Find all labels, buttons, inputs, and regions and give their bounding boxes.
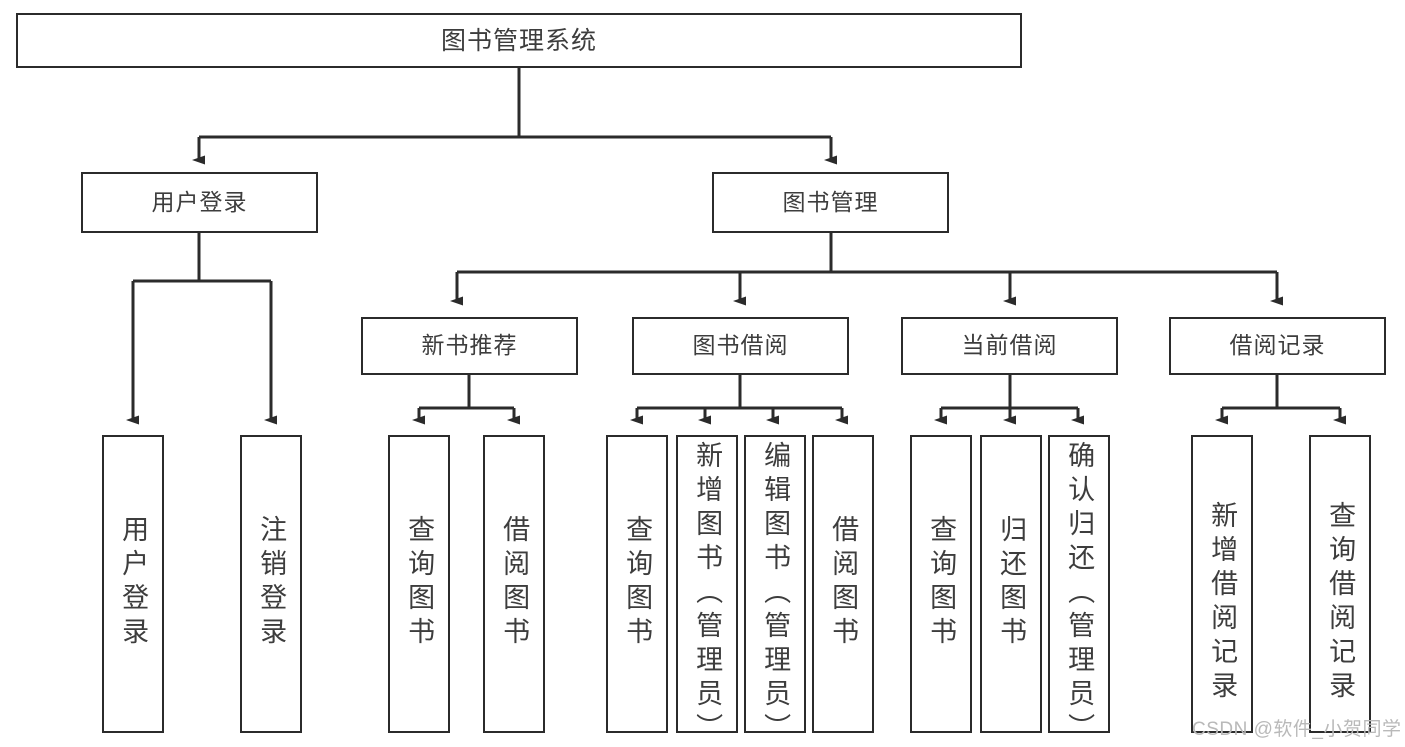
node-label: 确认归还（管理员） xyxy=(1064,441,1095,747)
node-label: 借阅记录 xyxy=(1229,332,1326,359)
node-leaf-query-borrow-record[interactable]: 查询借阅记录 xyxy=(1309,435,1371,733)
node-leaf-borrow-book[interactable]: 借阅图书 xyxy=(812,435,874,733)
node-label: 图书管理 xyxy=(782,188,879,215)
node-leaf-add-book-admin[interactable]: 新增图书（管理员） xyxy=(676,435,738,747)
node-label: 图书借阅 xyxy=(692,332,789,359)
node-borrow-record[interactable]: 借阅记录 xyxy=(1169,317,1386,375)
node-leaf-logout[interactable]: 注销登录 xyxy=(240,435,302,733)
node-label: 用户登录 xyxy=(151,188,248,215)
node-label: 查询图书 xyxy=(622,515,653,651)
node-label: 新增借阅记录 xyxy=(1207,501,1238,705)
node-label: 用户登录 xyxy=(118,515,149,651)
node-label: 编辑图书（管理员） xyxy=(760,441,791,747)
node-label: 借阅图书 xyxy=(499,515,530,651)
node-label: 注销登录 xyxy=(256,515,287,651)
node-new-book-recommend[interactable]: 新书推荐 xyxy=(361,317,578,375)
node-label: 查询图书 xyxy=(926,515,957,651)
csdn-watermark: CSDN @软件_小贺同学 xyxy=(1192,719,1402,740)
node-leaf-add-borrow-record[interactable]: 新增借阅记录 xyxy=(1191,435,1253,733)
node-leaf-confirm-return-admin[interactable]: 确认归还（管理员） xyxy=(1048,435,1110,747)
node-label: 查询借阅记录 xyxy=(1325,501,1356,705)
node-leaf-return-book[interactable]: 归还图书 xyxy=(980,435,1042,733)
node-leaf-query-book-borrow[interactable]: 查询图书 xyxy=(606,435,668,733)
node-leaf-edit-book-admin[interactable]: 编辑图书（管理员） xyxy=(744,435,806,747)
node-book-borrow[interactable]: 图书借阅 xyxy=(632,317,849,375)
node-label: 新书推荐 xyxy=(421,332,518,359)
node-leaf-query-book-rec[interactable]: 查询图书 xyxy=(388,435,450,733)
node-leaf-borrow-book-rec[interactable]: 借阅图书 xyxy=(483,435,545,733)
node-leaf-user-login[interactable]: 用户登录 xyxy=(102,435,164,733)
node-label: 借阅图书 xyxy=(828,515,859,651)
node-leaf-query-book-current[interactable]: 查询图书 xyxy=(910,435,972,733)
node-label: 归还图书 xyxy=(996,515,1027,651)
node-book-manage[interactable]: 图书管理 xyxy=(712,172,949,233)
node-label: 当前借阅 xyxy=(961,332,1058,359)
node-label: 图书管理系统 xyxy=(440,26,597,55)
node-label: 新增图书（管理员） xyxy=(692,441,723,747)
node-current-borrow[interactable]: 当前借阅 xyxy=(901,317,1118,375)
node-user-login[interactable]: 用户登录 xyxy=(81,172,318,233)
node-root-system[interactable]: 图书管理系统 xyxy=(16,13,1022,68)
node-label: 查询图书 xyxy=(404,515,435,651)
